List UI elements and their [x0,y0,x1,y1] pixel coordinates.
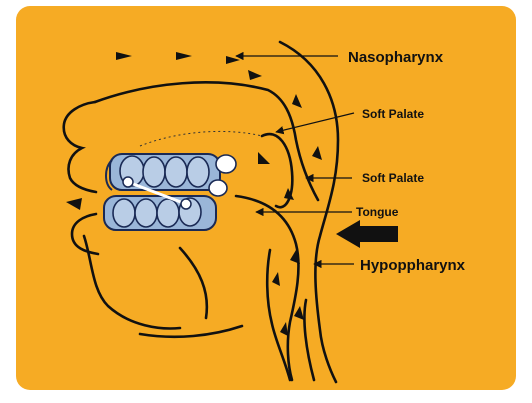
airflow-arrow [66,198,82,210]
appliance-hinge [181,199,191,209]
upper-tooth [187,157,209,187]
airflow-arrow [294,306,304,320]
airflow-arrow [292,94,302,108]
label-hypopharynx: Hypoppharynx [360,257,466,274]
lower-tooth [135,199,157,227]
label-tongue: Tongue [356,205,399,219]
larynx-outline [304,300,314,380]
molar [216,155,236,173]
molar [209,180,227,196]
soft-palate-upper-leader [276,113,354,132]
airflow-arrow [226,56,240,64]
airflow-arrow [280,322,288,336]
label-soft-palate-upper: Soft Palate [362,107,424,121]
airflow-arrow [312,146,322,160]
airflow-arrow [272,272,280,286]
appliance-hinge [123,177,133,187]
label-soft-palate-lower: Soft Palate [362,171,424,185]
dotted-palate-line [140,131,262,146]
upper-tooth [165,157,187,187]
mandible-curve [180,248,207,318]
lower-tooth [157,199,179,227]
airflow-markers [66,52,322,336]
lower-lip-outline [72,214,98,254]
lower-tooth [113,199,135,227]
dental-appliance [104,154,236,230]
epiglottis-outline [267,250,290,380]
chin-outline [84,236,180,328]
airflow-arrow [116,52,132,60]
large-pressure-arrow [336,220,398,248]
airflow-arrow [176,52,192,60]
label-nasopharynx: Nasopharynx [348,49,444,66]
upper-tooth [143,157,165,187]
upper-lip-outline [64,102,96,192]
airflow-arrow [258,152,270,164]
airflow-arrow [248,70,262,80]
